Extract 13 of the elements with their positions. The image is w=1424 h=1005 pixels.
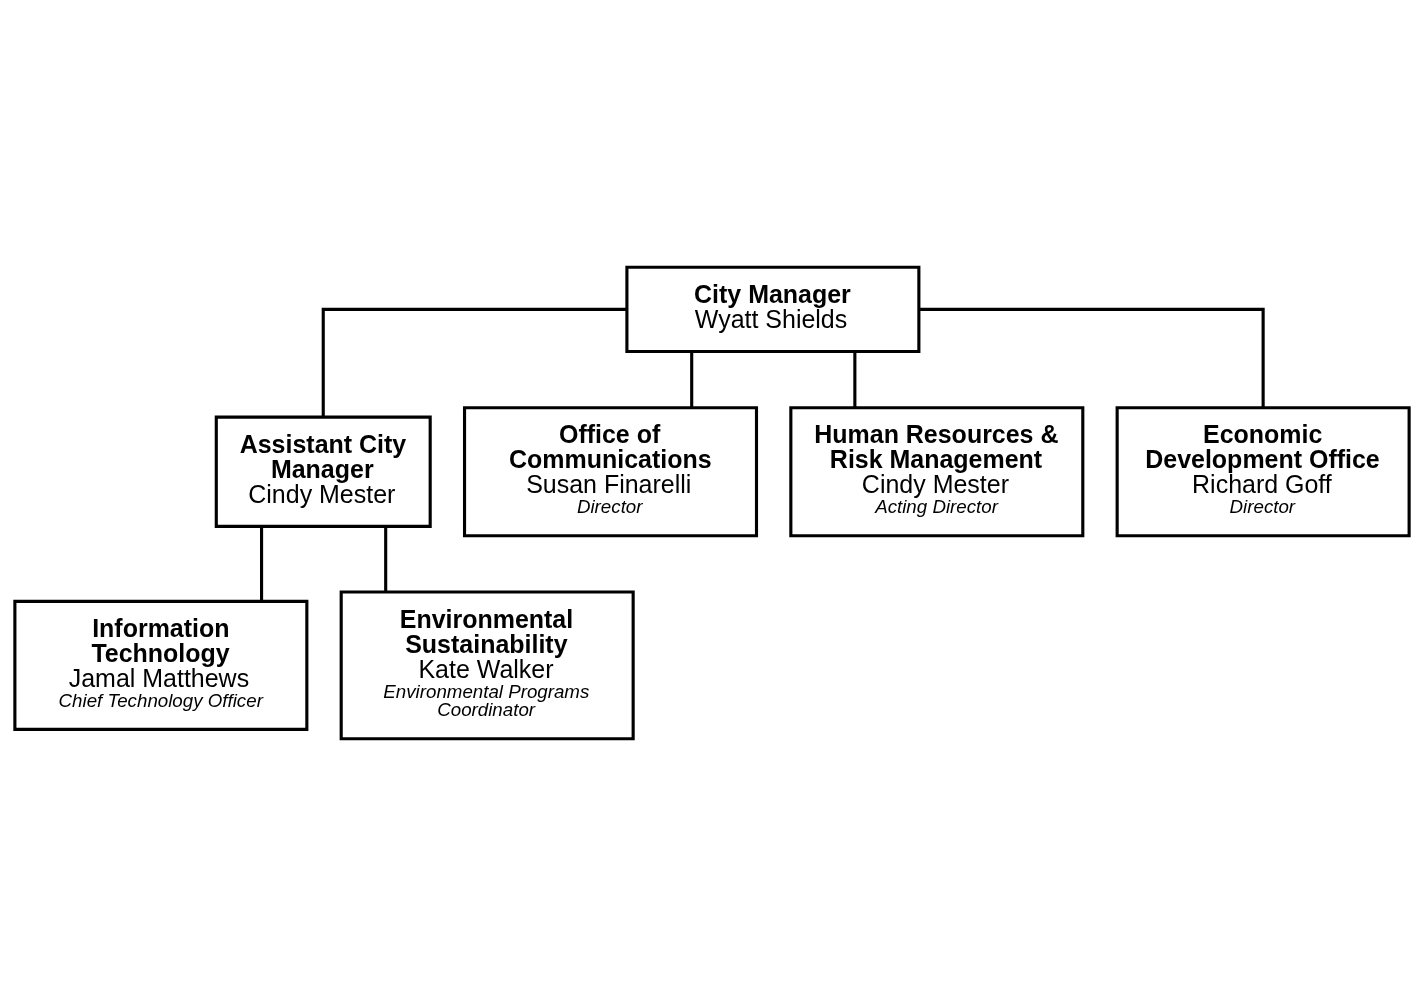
node-box: Information Technology Jamal Matthews Chief Technology Officer — [13, 599, 309, 731]
connector — [384, 526, 388, 591]
connector — [321, 307, 627, 417]
node-box: City Manager Wyatt Shields — [625, 265, 921, 353]
node-box: Human Resources & Risk Management Cindy Mester Acting Director — [789, 405, 1085, 537]
node-box: Assistant City Manager Cindy Mester — [214, 415, 432, 528]
node-box: Environmental Sustainability Kate Walker Environmental Programs Coordinator — [339, 589, 635, 740]
connector — [690, 351, 694, 408]
node-box: Economic Development Office Richard Goff Director — [1115, 405, 1411, 537]
connector — [853, 351, 857, 408]
node-box: Office of Communications Susan Finarelli Director — [463, 405, 759, 537]
connector — [919, 307, 1265, 408]
connector — [260, 526, 264, 601]
